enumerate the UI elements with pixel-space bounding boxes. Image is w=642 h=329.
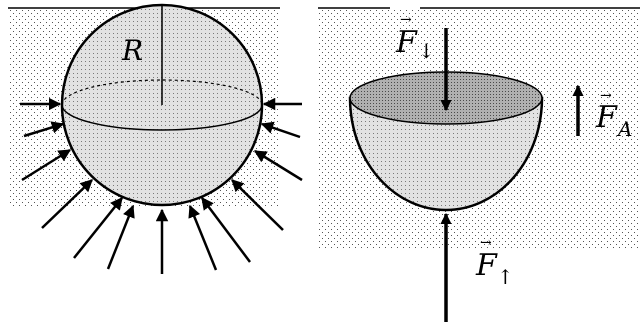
pressure-arrow	[23, 121, 65, 138]
force-down-symbol: F	[395, 25, 418, 60]
left-panel: R	[8, 3, 303, 274]
force-up-subscript: ↑	[497, 265, 514, 289]
pressure-arrow	[260, 121, 301, 139]
pressure-arrow	[253, 149, 303, 182]
force-up-label: → F ↑	[475, 235, 514, 289]
pressure-arrow	[73, 197, 123, 259]
pressure-arrow	[201, 197, 251, 263]
sphere-equator-front	[61, 104, 263, 131]
right-panel: → F ↓ → F A → F ↑	[318, 7, 640, 322]
pressure-arrow	[188, 204, 218, 271]
pressure-arrow	[231, 179, 284, 231]
pressure-arrow	[41, 179, 93, 229]
hemisphere-body	[348, 96, 544, 212]
radius-label: R	[121, 34, 143, 67]
force-archimedes-vector-mark: →	[600, 88, 612, 104]
force-up-symbol: F	[475, 248, 498, 283]
force-archimedes-symbol: F	[595, 100, 618, 135]
pressure-arrows	[20, 97, 303, 274]
force-down-subscript: ↓	[418, 39, 435, 63]
pressure-arrow	[106, 204, 135, 270]
pressure-arrow	[21, 148, 72, 182]
force-up-vector-mark: →	[480, 235, 492, 251]
force-down-label: → F ↓	[395, 12, 435, 63]
force-down-vector-mark: →	[400, 12, 412, 28]
force-archimedes-subscript: A	[616, 117, 632, 141]
force-archimedes-label: → F A	[595, 88, 632, 141]
